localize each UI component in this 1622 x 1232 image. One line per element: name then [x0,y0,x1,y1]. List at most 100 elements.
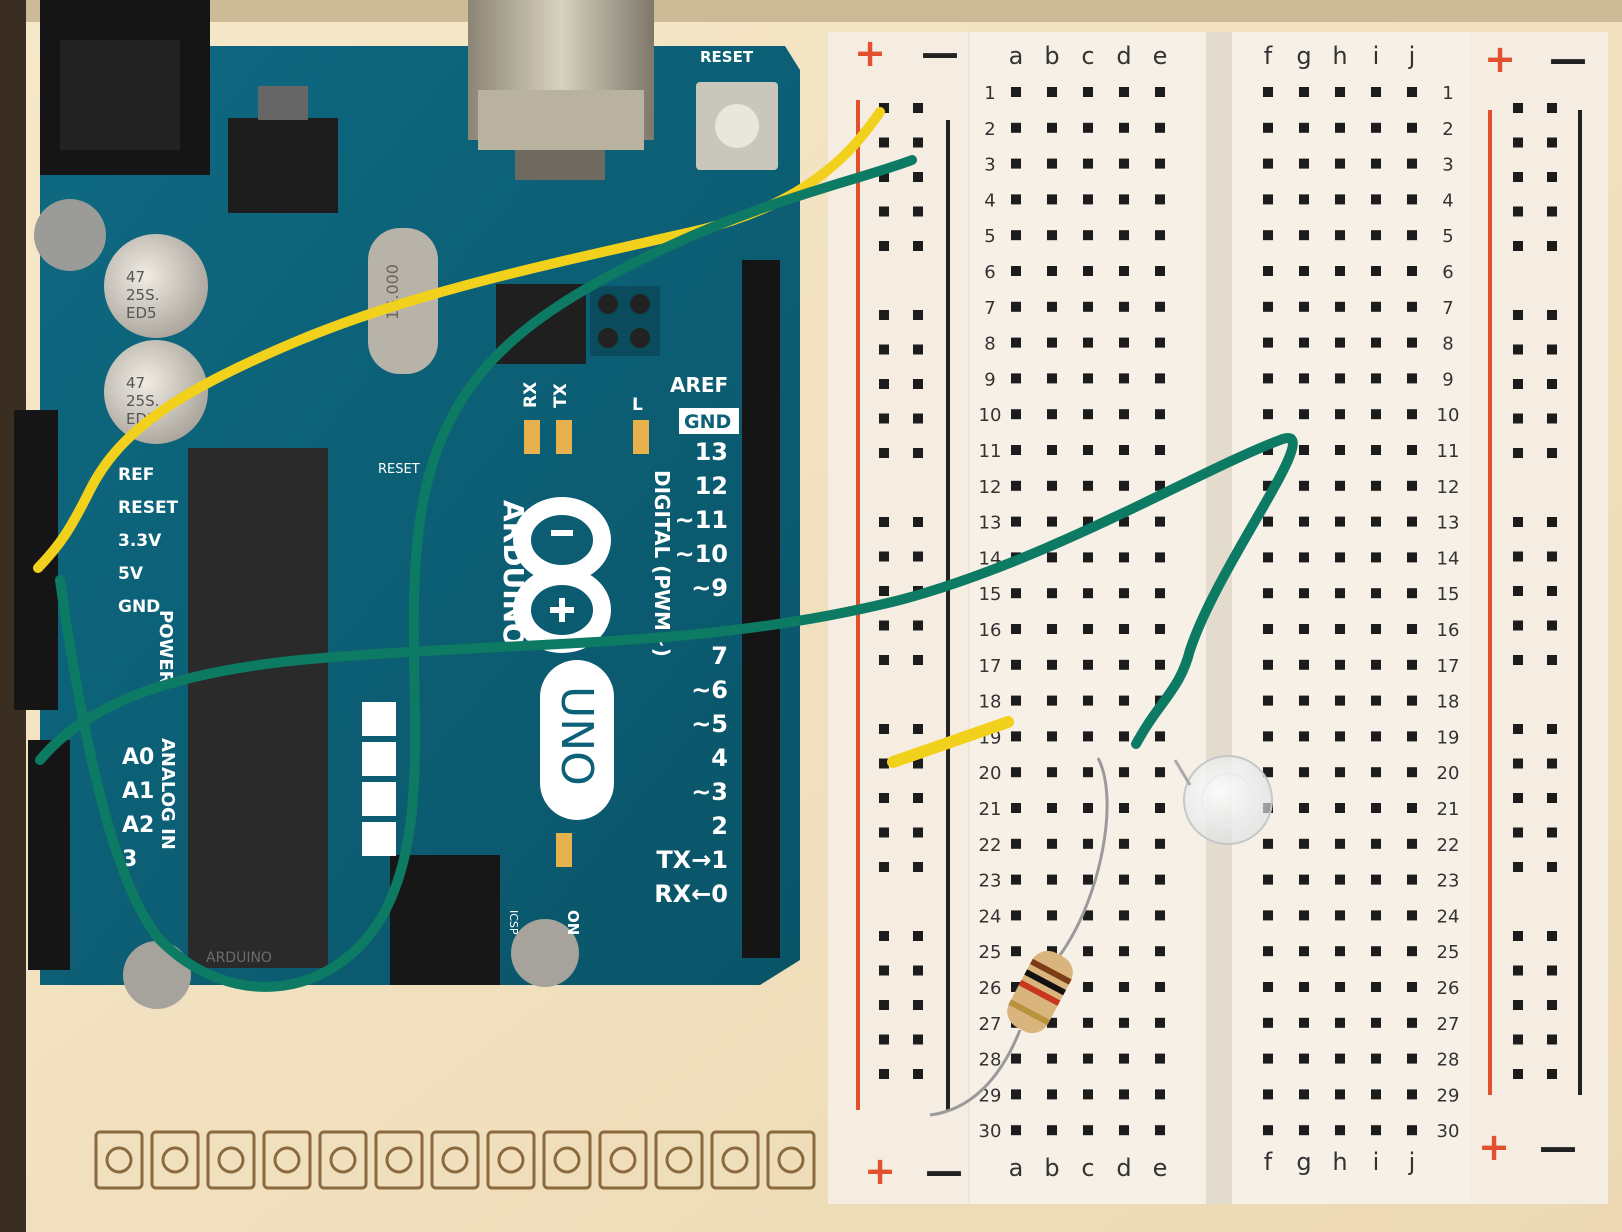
breadboard-hole[interactable] [1011,1053,1021,1064]
power-rail-hole[interactable] [879,172,889,182]
breadboard-hole[interactable] [1407,1089,1417,1100]
breadboard-hole[interactable] [1263,373,1273,384]
breadboard-hole[interactable] [1335,731,1345,742]
breadboard-hole[interactable] [1119,1017,1129,1028]
breadboard-hole[interactable] [1119,624,1129,634]
power-rail-hole[interactable] [1513,827,1523,838]
power-rail-hole[interactable] [1547,1034,1557,1045]
breadboard-hole[interactable] [1155,552,1165,563]
breadboard-hole[interactable] [1047,87,1057,97]
breadboard-hole[interactable] [1407,588,1417,599]
power-rail-hole[interactable] [879,1000,889,1010]
breadboard-hole[interactable] [1155,194,1165,205]
power-rail-hole[interactable] [913,1069,923,1079]
power-rail-hole[interactable] [1547,965,1557,976]
breadboard-hole[interactable] [1263,1053,1273,1064]
breadboard-hole[interactable] [1371,982,1381,992]
breadboard-hole[interactable] [1047,767,1057,778]
breadboard-hole[interactable] [1119,1125,1129,1136]
breadboard-hole[interactable] [1011,158,1021,169]
breadboard-hole[interactable] [1335,480,1345,491]
breadboard-hole[interactable] [1155,910,1165,921]
power-rail-hole[interactable] [913,827,923,838]
power-rail-hole[interactable] [1513,241,1523,251]
breadboard-hole[interactable] [1119,516,1129,527]
breadboard-hole[interactable] [1371,695,1381,706]
breadboard-hole[interactable] [1155,624,1165,634]
breadboard-hole[interactable] [1155,373,1165,384]
breadboard-hole[interactable] [1083,588,1093,599]
breadboard-hole[interactable] [1047,1125,1057,1136]
breadboard-hole[interactable] [1083,122,1093,133]
power-rail-hole[interactable] [1513,448,1523,458]
breadboard-hole[interactable] [1011,194,1021,205]
breadboard-hole[interactable] [1083,838,1093,849]
breadboard-hole[interactable] [1119,946,1129,957]
breadboard-hole[interactable] [1155,266,1165,276]
breadboard-hole[interactable] [1263,624,1273,634]
breadboard-hole[interactable] [1407,194,1417,205]
breadboard-hole[interactable] [1083,659,1093,670]
breadboard-hole[interactable] [1299,337,1309,348]
breadboard-hole[interactable] [1335,874,1345,885]
breadboard-hole[interactable] [1083,194,1093,205]
power-rail-hole[interactable] [879,517,889,527]
power-rail-hole[interactable] [1547,1069,1557,1079]
breadboard-hole[interactable] [1371,803,1381,813]
breadboard-hole[interactable] [1011,230,1021,241]
breadboard-hole[interactable] [1335,1089,1345,1100]
breadboard-hole[interactable] [1119,445,1129,455]
breadboard-hole[interactable] [1371,1125,1381,1136]
breadboard-hole[interactable] [1047,1053,1057,1064]
breadboard-hole[interactable] [1299,1017,1309,1028]
power-rail-hole[interactable] [879,655,889,665]
breadboard-hole[interactable] [1299,516,1309,527]
breadboard-hole[interactable] [1155,516,1165,527]
power-rail-hole[interactable] [879,862,889,872]
breadboard-hole[interactable] [1155,1089,1165,1100]
breadboard-hole[interactable] [1119,552,1129,563]
breadboard-hole[interactable] [1335,910,1345,921]
breadboard-hole[interactable] [1407,122,1417,133]
breadboard-hole[interactable] [1263,87,1273,97]
power-rail-hole[interactable] [1547,137,1557,148]
breadboard-hole[interactable] [1119,1089,1129,1100]
breadboard-hole[interactable] [1371,480,1381,491]
breadboard-hole[interactable] [1083,87,1093,97]
breadboard-hole[interactable] [1083,230,1093,241]
breadboard-hole[interactable] [1263,552,1273,563]
breadboard-hole[interactable] [1083,552,1093,563]
breadboard-hole[interactable] [1047,409,1057,420]
breadboard-hole[interactable] [1371,659,1381,670]
breadboard-hole[interactable] [1299,445,1309,455]
power-rail-hole[interactable] [1547,206,1557,217]
breadboard-hole[interactable] [1263,516,1273,527]
breadboard-hole[interactable] [1011,588,1021,599]
power-rail-hole[interactable] [913,758,923,769]
breadboard-hole[interactable] [1263,480,1273,491]
breadboard-hole[interactable] [1047,301,1057,312]
breadboard-hole[interactable] [1407,516,1417,527]
power-rail-hole[interactable] [1547,344,1557,355]
breadboard-hole[interactable] [1407,910,1417,921]
power-rail-hole[interactable] [1513,344,1523,355]
breadboard-hole[interactable] [1011,695,1021,706]
breadboard-hole[interactable] [1047,695,1057,706]
breadboard-hole[interactable] [1155,445,1165,455]
breadboard-hole[interactable] [1335,982,1345,992]
breadboard-hole[interactable] [1083,1125,1093,1136]
power-rail-hole[interactable] [1547,517,1557,527]
power-rail-hole[interactable] [1513,965,1523,976]
breadboard-hole[interactable] [1335,266,1345,276]
breadboard-hole[interactable] [1335,230,1345,241]
breadboard-hole[interactable] [1119,695,1129,706]
breadboard-hole[interactable] [1155,1125,1165,1136]
breadboard-hole[interactable] [1407,624,1417,634]
breadboard-hole[interactable] [1407,1125,1417,1136]
power-rail-hole[interactable] [1547,655,1557,665]
breadboard-hole[interactable] [1299,803,1309,813]
breadboard-hole[interactable] [1047,1017,1057,1028]
breadboard-hole[interactable] [1371,337,1381,348]
power-rail-hole[interactable] [1547,793,1557,803]
breadboard-hole[interactable] [1371,158,1381,169]
